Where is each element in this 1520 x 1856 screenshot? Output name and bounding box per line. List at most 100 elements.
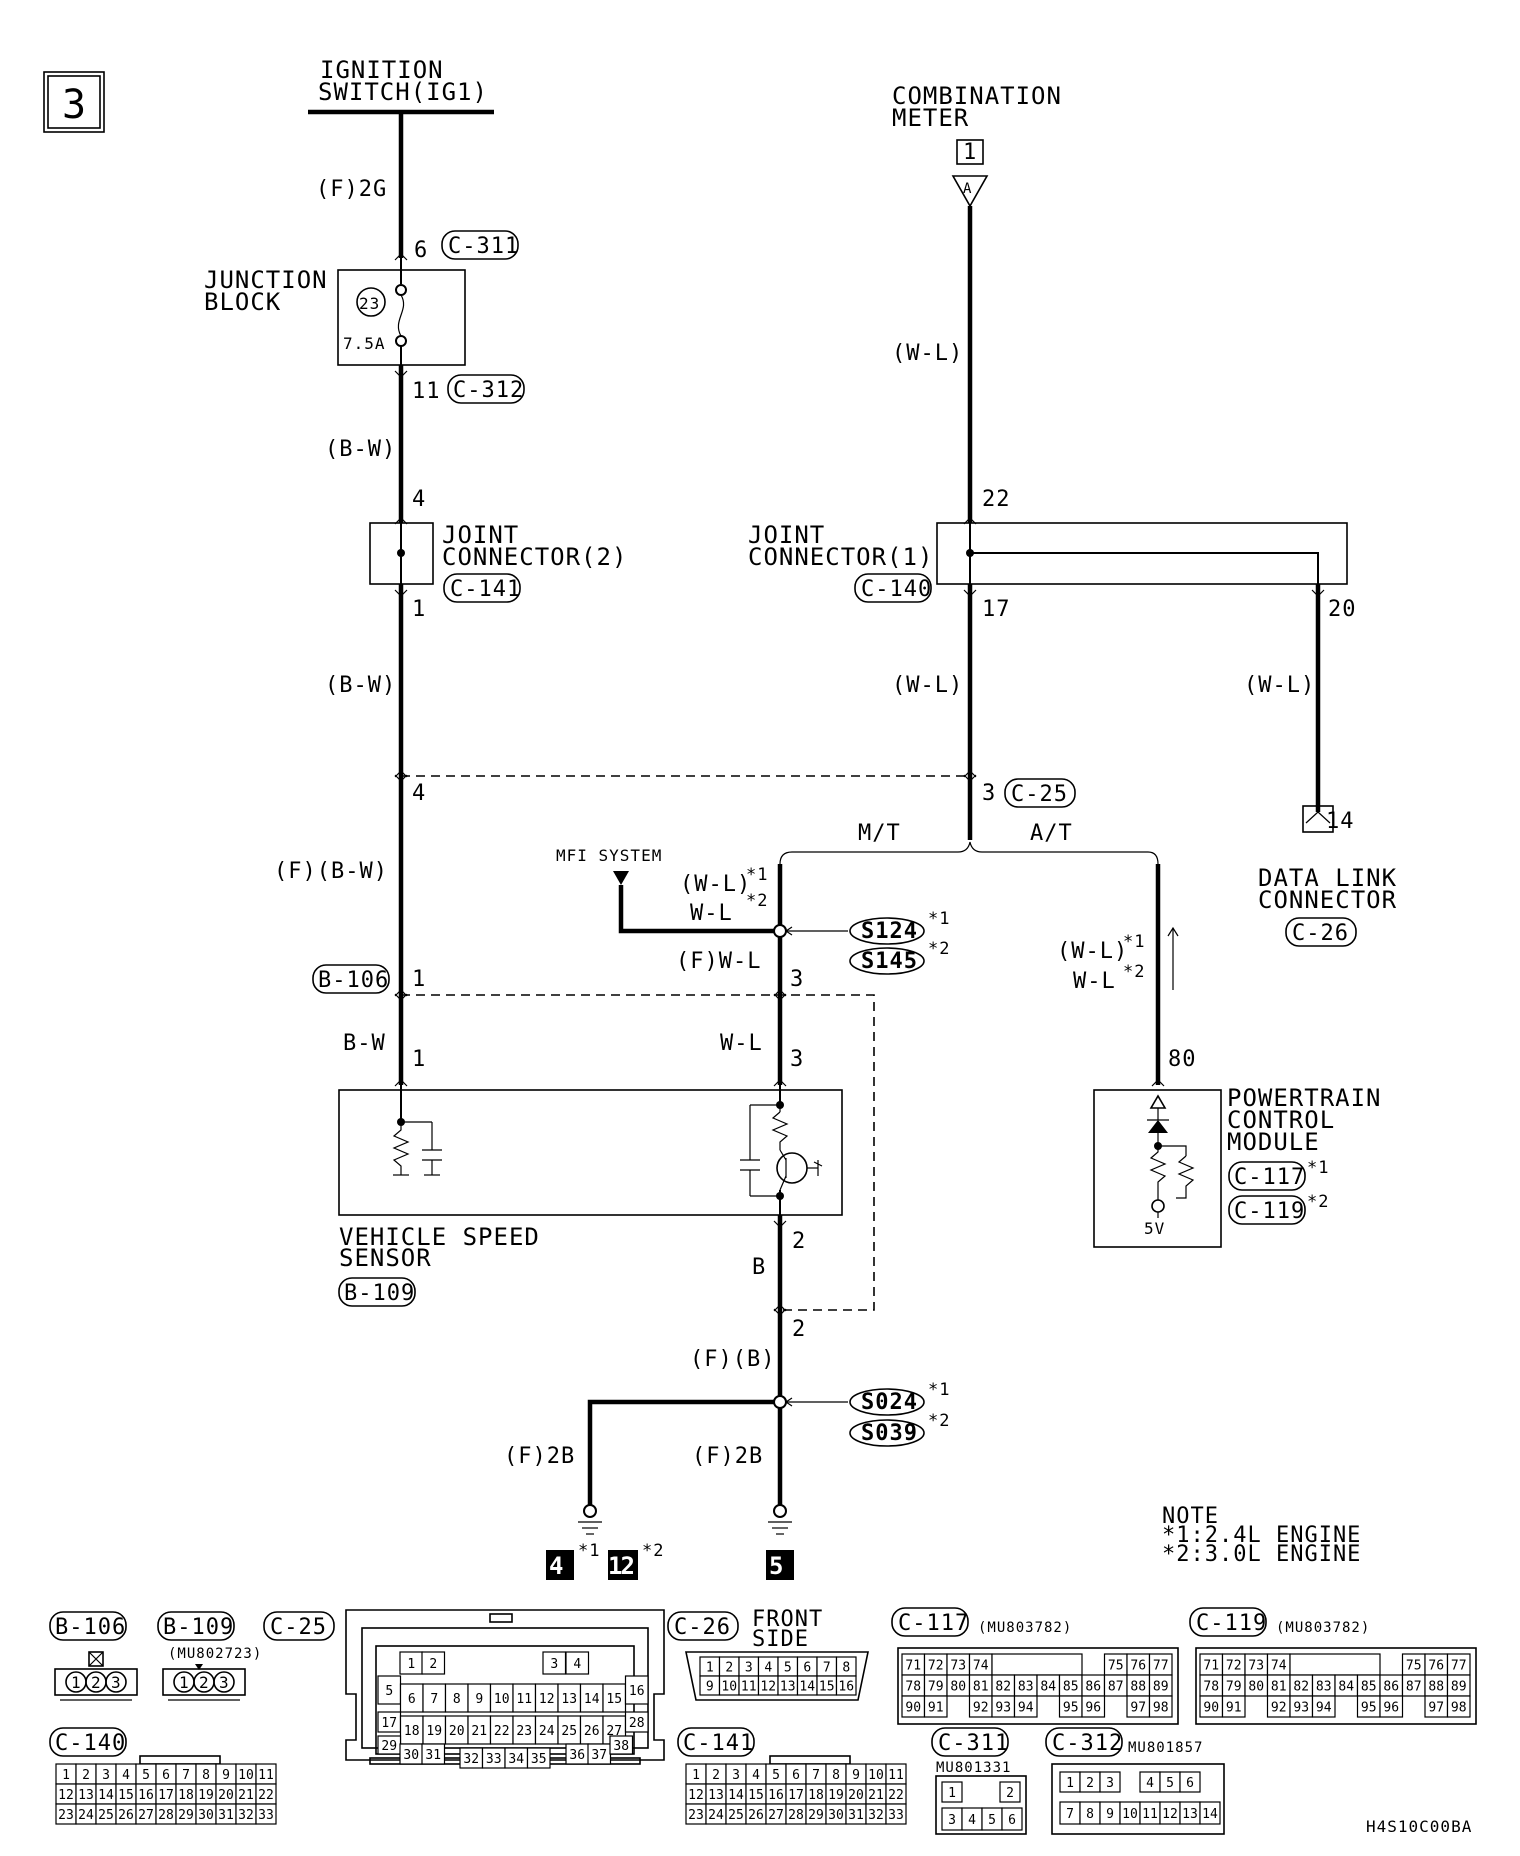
c26-pin bbox=[835, 1675, 857, 1696]
c141-pin-label: 6 bbox=[792, 1768, 800, 1783]
c25-pin bbox=[526, 1747, 551, 1769]
c141-pin-label: 30 bbox=[828, 1808, 844, 1823]
svg-text:*1: *1 bbox=[928, 1380, 950, 1400]
svg-text:*2: *2 bbox=[642, 1541, 664, 1561]
c119-pin-label: 93 bbox=[1293, 1701, 1309, 1716]
combination-meter: COMBINATION METER 1 A bbox=[892, 82, 1061, 208]
c311-pin-label: 5 bbox=[988, 1813, 996, 1828]
data-link-connector: 14 DATA LINK CONNECTOR C-26 bbox=[1258, 805, 1396, 947]
c119-pin-label: 82 bbox=[1293, 1680, 1309, 1695]
c25-pin-label: 12 bbox=[539, 1692, 555, 1707]
ground-left: 4 *1 12 *2 bbox=[546, 1504, 664, 1580]
c25-pin bbox=[609, 1735, 634, 1755]
ground-12: 12 bbox=[608, 1552, 633, 1580]
svg-text:FRONT: FRONT bbox=[752, 1607, 823, 1632]
c119-pin-label: 89 bbox=[1451, 1680, 1467, 1695]
c119-pin-label: 74 bbox=[1271, 1659, 1287, 1674]
c26-pin-label: 13 bbox=[780, 1680, 796, 1695]
c117-pin-label: 98 bbox=[1153, 1701, 1169, 1716]
note-line-2: *2:3.0L ENGINE bbox=[1162, 1542, 1361, 1567]
c25-pin-label: 13 bbox=[561, 1692, 577, 1707]
c25-pin-label: 27 bbox=[606, 1724, 622, 1739]
c141-pin-label: 32 bbox=[868, 1808, 884, 1823]
svg-text:C-25: C-25 bbox=[1011, 782, 1068, 807]
c312-pin-label: 2 bbox=[1086, 1776, 1094, 1791]
c140-pin-label: 23 bbox=[58, 1808, 74, 1823]
c25-pin-label: 25 bbox=[561, 1724, 577, 1739]
c119-pin-label: 85 bbox=[1361, 1680, 1377, 1695]
svg-text:*1: *1 bbox=[1307, 1158, 1329, 1178]
c141-pin-label: 20 bbox=[848, 1788, 864, 1803]
c141-pin-label: 27 bbox=[768, 1808, 784, 1823]
wire-label-wl-meter: (W-L) bbox=[892, 341, 963, 366]
c140-pin-label: 2 bbox=[82, 1768, 90, 1783]
svg-text:SIDE: SIDE bbox=[752, 1627, 809, 1652]
pin-3a: 3 bbox=[982, 781, 996, 806]
c25-pin-label: 38 bbox=[613, 1739, 629, 1754]
c25-pin-label: 26 bbox=[584, 1724, 600, 1739]
c25-pin-label: 22 bbox=[494, 1724, 510, 1739]
ignition-switch-label-1: IGNITION bbox=[320, 56, 444, 84]
c26-pin-label: 12 bbox=[760, 1680, 776, 1695]
c311-pin-label: 6 bbox=[1008, 1813, 1016, 1828]
pin-17: 17 bbox=[982, 597, 1011, 622]
pcm-voltage: 5V bbox=[1144, 1219, 1165, 1238]
c119-pin-label: 72 bbox=[1226, 1659, 1242, 1674]
c25-pin-label: 7 bbox=[430, 1692, 438, 1707]
c26-pin-label: 1 bbox=[706, 1661, 714, 1676]
c140-pin-label: 19 bbox=[198, 1788, 214, 1803]
c119-pin-label: 71 bbox=[1203, 1659, 1219, 1674]
diode-icon bbox=[1148, 1120, 1168, 1133]
c25-pin-label: 33 bbox=[486, 1752, 502, 1767]
c312-pin-label: 12 bbox=[1162, 1807, 1178, 1822]
c140-pin-label: 13 bbox=[78, 1788, 94, 1803]
c119-pin-label: 79 bbox=[1226, 1680, 1242, 1695]
transmission-brace: M/T A/T bbox=[779, 821, 1159, 865]
page-code: H4S10C00BA bbox=[1366, 1817, 1472, 1836]
pin-3c: 3 bbox=[790, 1047, 804, 1072]
pin-14: 14 bbox=[1326, 809, 1355, 834]
c117-blank bbox=[991, 1653, 1083, 1676]
c26-pin-label: 11 bbox=[741, 1680, 757, 1695]
c312-pin bbox=[1199, 1801, 1221, 1825]
c141-pin-label: 12 bbox=[688, 1788, 704, 1803]
c119-pin-label: 77 bbox=[1451, 1659, 1467, 1674]
vss-label-2: SENSOR bbox=[339, 1244, 432, 1272]
jc2-label-2: CONNECTOR(2) bbox=[442, 543, 627, 571]
c140-pin-label: 15 bbox=[118, 1788, 134, 1803]
c140-pin-label: 14 bbox=[98, 1788, 114, 1803]
c25-pin-label: 6 bbox=[408, 1692, 416, 1707]
c140-pin-label: 8 bbox=[202, 1768, 210, 1783]
svg-text:C-25: C-25 bbox=[270, 1615, 327, 1640]
c117-pin bbox=[1148, 1695, 1173, 1718]
svg-text:S039: S039 bbox=[861, 1421, 918, 1446]
c140-pin-label: 25 bbox=[98, 1808, 114, 1823]
c312-pin-label: 11 bbox=[1142, 1807, 1158, 1822]
c141-pin-label: 31 bbox=[848, 1808, 864, 1823]
pcm-label-3: MODULE bbox=[1227, 1128, 1320, 1156]
c25-pin-label: 32 bbox=[463, 1752, 479, 1767]
c119-pin-label: 83 bbox=[1316, 1680, 1332, 1695]
c140-pin-label: 9 bbox=[222, 1768, 230, 1783]
svg-text:*1: *1 bbox=[578, 1541, 600, 1561]
c25-pin bbox=[421, 1743, 446, 1765]
pcm-ref-1: C-117 bbox=[1234, 1165, 1305, 1190]
c25-pin-label: 28 bbox=[629, 1716, 645, 1731]
c117-pin-label: 97 bbox=[1130, 1701, 1146, 1716]
c141-pin-label: 2 bbox=[712, 1768, 720, 1783]
c140-pin-label: 33 bbox=[258, 1808, 274, 1823]
pin-22: 22 bbox=[982, 487, 1011, 512]
c141-pin-label: 26 bbox=[748, 1808, 764, 1823]
note: NOTE *1:2.4L ENGINE *2:3.0L ENGINE bbox=[1162, 1504, 1361, 1567]
fuse-rating: 7.5A bbox=[343, 334, 386, 353]
c312-pin-label: 14 bbox=[1202, 1807, 1218, 1822]
vss-ref: B-109 bbox=[344, 1281, 415, 1306]
connector-face-c312: C-312 MU801857 bbox=[1045, 1727, 1225, 1835]
connector-face-c26: C-26 FRONT SIDE bbox=[667, 1607, 869, 1701]
c26-pin-label: 15 bbox=[819, 1680, 835, 1695]
dlc-ref: C-26 bbox=[1292, 921, 1349, 946]
jc2-label-1: JOINT bbox=[442, 521, 519, 549]
ignition-switch: IGNITION SWITCH(IG1) bbox=[308, 56, 494, 115]
